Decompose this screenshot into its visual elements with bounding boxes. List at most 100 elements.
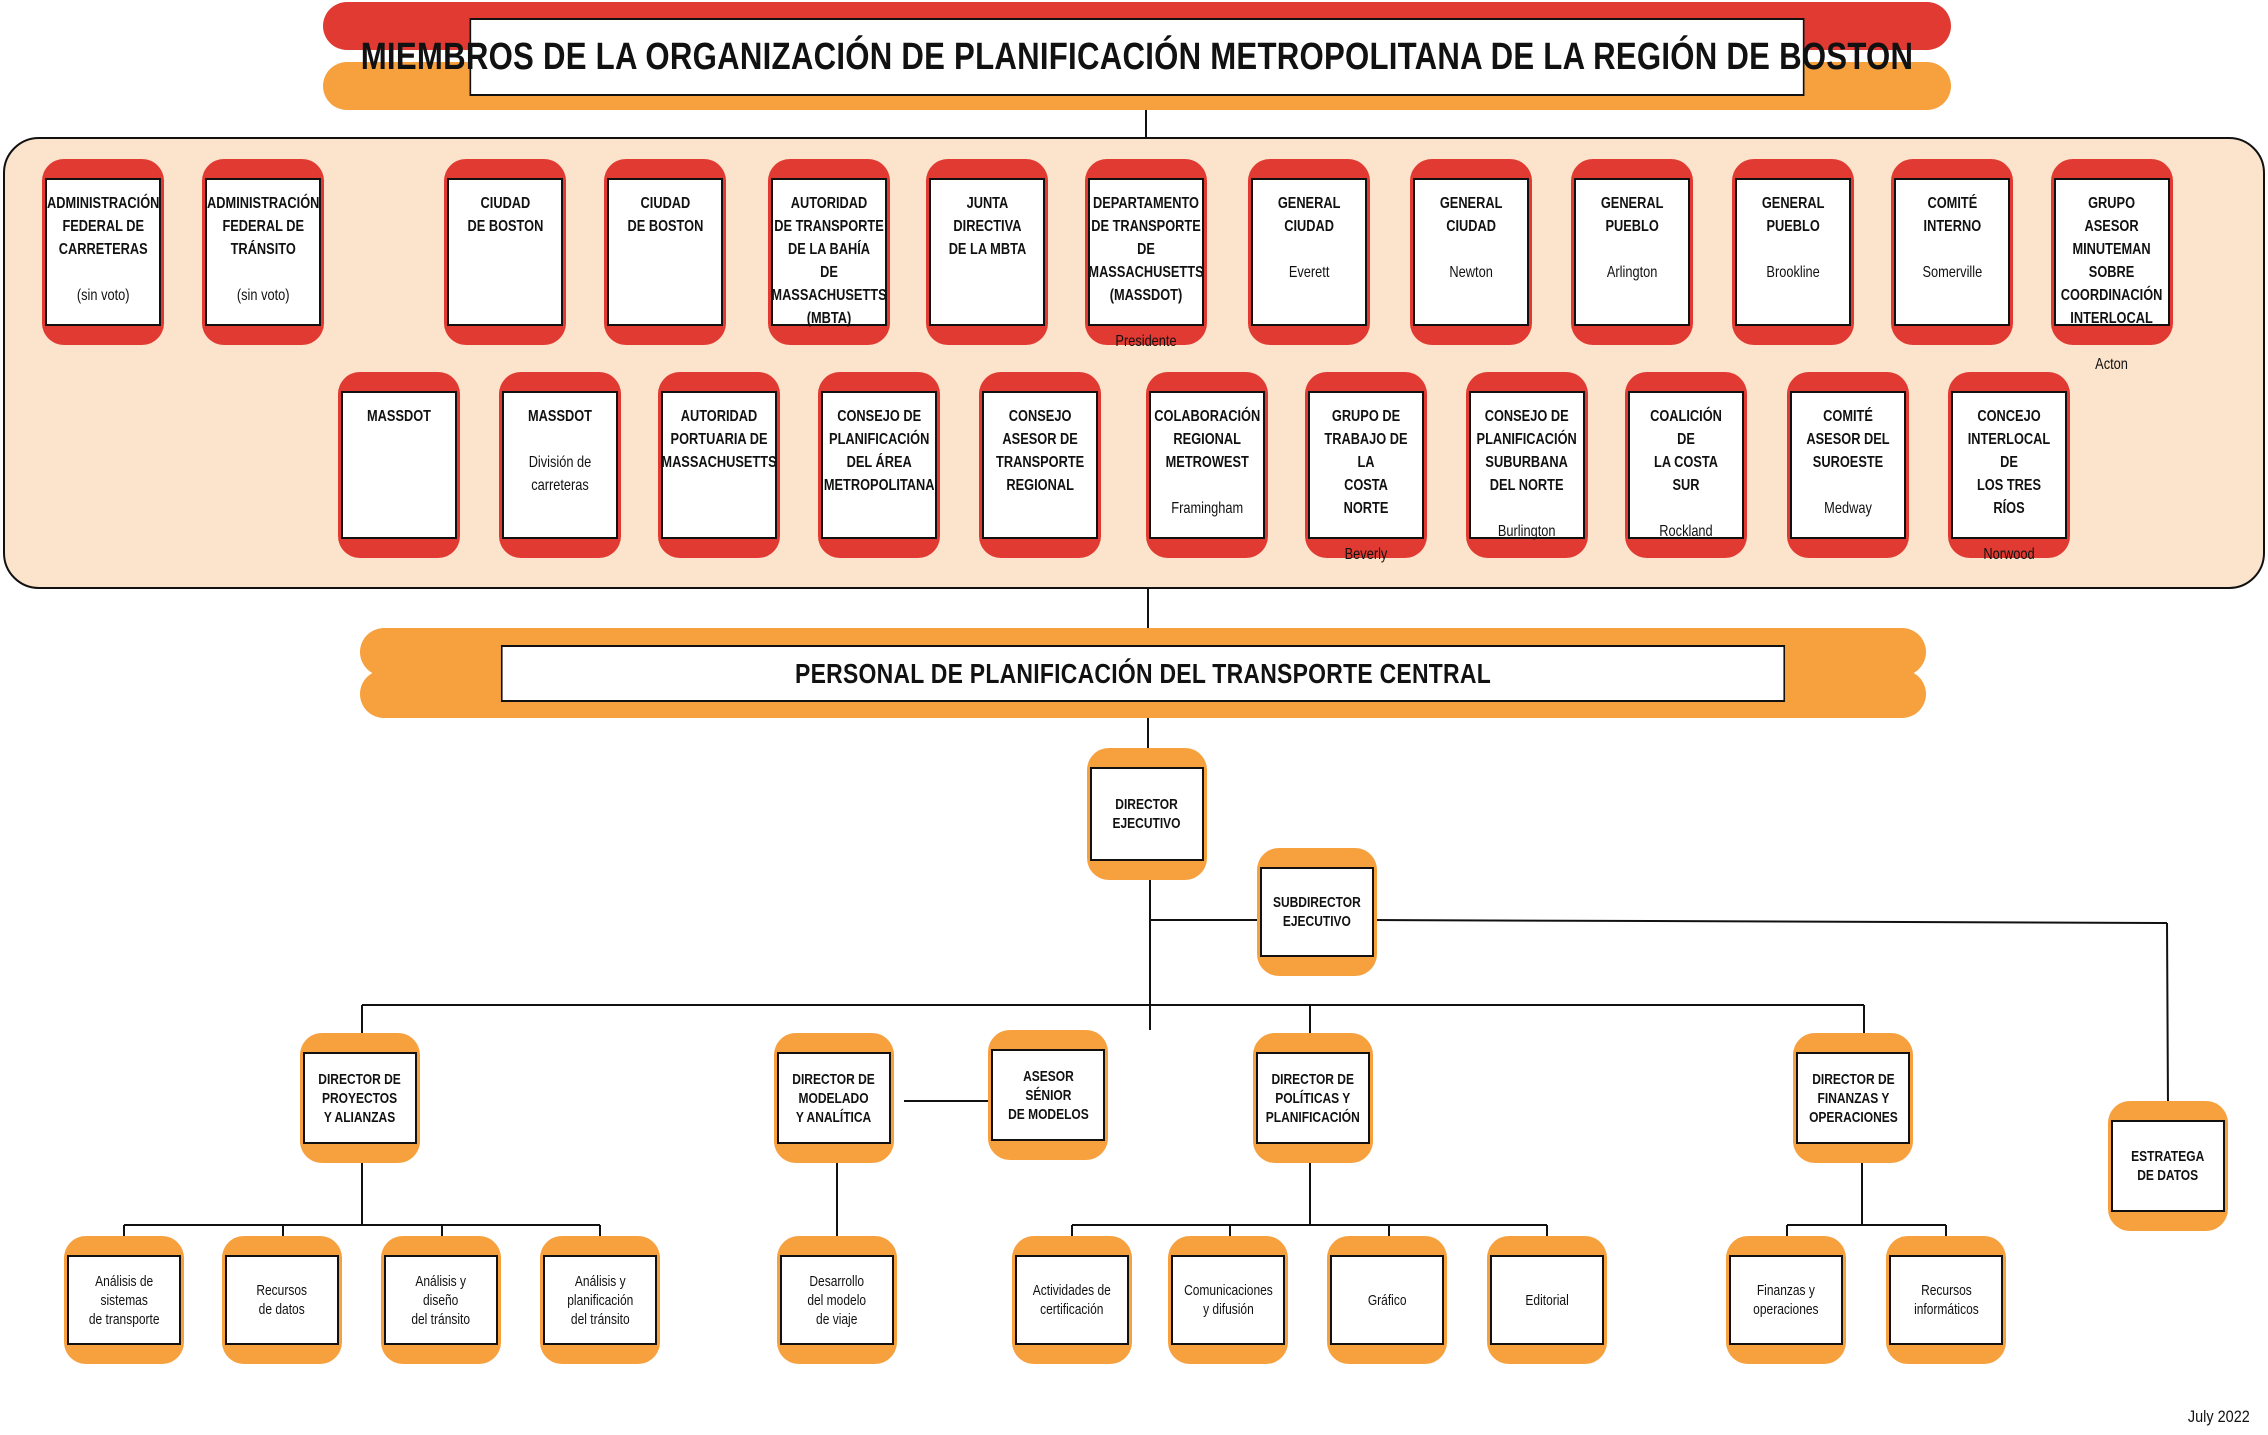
- card-title: CONSEJO ASESOR DE TRANSPORTE REGIONAL: [995, 408, 1085, 494]
- card-title: Finanzas y operaciones: [1753, 1282, 1819, 1318]
- card-title: Gráfico: [1367, 1291, 1407, 1309]
- card-subtitle: Acton: [2095, 356, 2129, 373]
- card-box: ADMINISTRACIÓN FEDERAL DE CARRETERAS (sin…: [45, 178, 161, 326]
- member-card: GENERAL CIUDAD Newton: [1410, 159, 1532, 345]
- card-title: GENERAL PUEBLO: [1761, 195, 1825, 235]
- card-title: Recursos informáticos: [1913, 1282, 1979, 1318]
- card-title: DEPARTAMENTO DE TRANSPORTE DE MASSACHUSE…: [1088, 195, 1204, 304]
- card-box: Desarrollo del modelo de viaje: [780, 1255, 894, 1345]
- card-spacer: [528, 428, 592, 451]
- unit-card: Finanzas y operaciones: [1726, 1236, 1846, 1364]
- card-subtitle: Somerville: [1922, 264, 1982, 281]
- card-box: CONSEJO DE PLANIFICACIÓN DEL ÁREA METROP…: [821, 391, 937, 539]
- card-subtitle: Rockland: [1659, 523, 1713, 540]
- member-card: AUTORIDAD PORTUARIA DE MASSACHUSETTS: [658, 372, 780, 558]
- card-box: GENERAL CIUDAD Everett: [1251, 178, 1367, 326]
- card-box: ESTRATEGA DE DATOS: [2111, 1120, 2225, 1212]
- card-subtitle: (sin voto): [76, 287, 130, 304]
- card-subtitle: Everett: [1288, 264, 1330, 281]
- card-title: Análisis de sistemas de transporte: [88, 1272, 160, 1328]
- card-spacer: [1477, 497, 1577, 520]
- card-title: CIUDAD DE BOSTON: [467, 195, 543, 235]
- card-box: AUTORIDAD DE TRANSPORTE DE LA BAHÍA DE M…: [771, 178, 887, 327]
- card-title: Actividades de certificación: [1032, 1282, 1112, 1318]
- data-strategist-card: ESTRATEGA DE DATOS: [2108, 1101, 2228, 1231]
- card-title: AUTORIDAD DE TRANSPORTE DE LA BAHÍA DE M…: [771, 195, 887, 327]
- connector-line: [2166, 922, 2169, 1109]
- card-box: DIRECTOR EJECUTIVO: [1090, 767, 1204, 861]
- card-box: COALICIÓN DE LA COSTA SUR Rockland: [1628, 391, 1744, 540]
- member-card: DEPARTAMENTO DE TRANSPORTE DE MASSACHUSE…: [1085, 159, 1207, 350]
- card-title: CIUDAD DE BOSTON: [627, 195, 703, 235]
- unit-card: Gráfico: [1327, 1236, 1447, 1364]
- card-subtitle: Burlington: [1498, 523, 1556, 540]
- card-title: MASSDOT: [528, 408, 592, 425]
- card-title: GENERAL CIUDAD: [1439, 195, 1503, 235]
- card-box: Recursos de datos: [225, 1255, 339, 1345]
- card-box: DIRECTOR DE PROYECTOS Y ALIANZAS: [303, 1052, 417, 1144]
- card-box: MASSDOT: [341, 391, 457, 539]
- unit-card: Análisis y planificación del tránsito: [540, 1236, 660, 1364]
- card-title: COLABORACIÓN REGIONAL METROWEST: [1154, 408, 1260, 471]
- unit-card: Comunicaciones y difusión: [1168, 1236, 1288, 1364]
- card-title: GENERAL CIUDAD: [1277, 195, 1341, 235]
- unit-card: Actividades de certificación: [1012, 1236, 1132, 1364]
- deputy-director-card: SUBDIRECTOR EJECUTIVO: [1257, 848, 1377, 976]
- mpo-title-banner: MIEMBROS DE LA ORGANIZACIÓN DE PLANIFICA…: [323, 0, 1951, 110]
- card-box: DIRECTOR DE POLÍTICAS Y PLANIFICACIÓN: [1256, 1052, 1370, 1144]
- card-spacer: [1922, 238, 1982, 261]
- card-box: GENERAL PUEBLO Brookline: [1735, 178, 1851, 326]
- card-subtitle: Newton: [1449, 264, 1493, 281]
- card-subtitle: Brookline: [1766, 264, 1820, 281]
- unit-card: Análisis y diseño del tránsito: [381, 1236, 501, 1364]
- card-title: Desarrollo del modelo de viaje: [807, 1272, 867, 1328]
- card-box: JUNTA DIRECTIVA DE LA MBTA: [929, 178, 1045, 326]
- member-card: JUNTA DIRECTIVA DE LA MBTA: [926, 159, 1048, 345]
- staff-title-banner: PERSONAL DE PLANIFICACIÓN DEL TRANSPORTE…: [360, 628, 1926, 718]
- card-box: Editorial: [1490, 1255, 1604, 1345]
- card-title: ESTRATEGA DE DATOS: [2131, 1148, 2205, 1184]
- card-title: CONSEJO DE PLANIFICACIÓN SUBURBANA DEL N…: [1476, 408, 1578, 494]
- card-box: Gráfico: [1330, 1255, 1444, 1345]
- card-box: Análisis y diseño del tránsito: [384, 1255, 498, 1345]
- card-box: CONSEJO ASESOR DE TRANSPORTE REGIONAL: [982, 391, 1098, 539]
- card-title: DIRECTOR DE FINANZAS Y OPERACIONES: [1808, 1070, 1898, 1126]
- card-title: ADMINISTRACIÓN FEDERAL DE CARRETERAS: [46, 195, 160, 258]
- card-title: COALICIÓN DE LA COSTA SUR: [1650, 408, 1722, 494]
- card-title: CONSEJO DE PLANIFICACIÓN DEL ÁREA METROP…: [823, 408, 935, 494]
- member-card: CONSEJO DE PLANIFICACIÓN DEL ÁREA METROP…: [818, 372, 940, 558]
- card-spacer: [1964, 520, 2054, 543]
- card-title: DIRECTOR DE PROYECTOS Y ALIANZAS: [318, 1070, 402, 1126]
- member-card: CONCEJO INTERLOCAL DE LOS TRES RÍOS Norwo…: [1948, 372, 2070, 563]
- card-spacer: [207, 261, 319, 284]
- card-box: CONCEJO INTERLOCAL DE LOS TRES RÍOS Norwo…: [1951, 391, 2067, 563]
- card-subtitle: Norwood: [1983, 546, 2035, 563]
- card-title: AUTORIDAD PORTUARIA DE MASSACHUSETTS: [661, 408, 777, 471]
- unit-card: Análisis de sistemas de transporte: [64, 1236, 184, 1364]
- member-card: CIUDAD DE BOSTON: [604, 159, 726, 345]
- card-subtitle: (sin voto): [236, 287, 290, 304]
- member-card: CONSEJO ASESOR DE TRANSPORTE REGIONAL: [979, 372, 1101, 558]
- date-label: July 2022: [2188, 1407, 2250, 1426]
- card-box: CIUDAD DE BOSTON: [447, 178, 563, 326]
- card-title: DIRECTOR EJECUTIVO: [1112, 796, 1182, 832]
- director-card: DIRECTOR DE POLÍTICAS Y PLANIFICACIÓN: [1253, 1033, 1373, 1163]
- card-title: CONCEJO INTERLOCAL DE LOS TRES RÍOS: [1967, 408, 2051, 517]
- card-subtitle: Medway: [1824, 500, 1872, 517]
- card-spacer: [1806, 474, 1889, 497]
- member-card: MASSDOT: [338, 372, 460, 558]
- card-subtitle: División de carreteras: [528, 454, 592, 494]
- card-box: DIRECTOR DE MODELADO Y ANALÍTICA: [777, 1052, 891, 1144]
- card-subtitle: Beverly: [1344, 546, 1388, 563]
- card-box: ASESOR SÉNIOR DE MODELOS: [991, 1049, 1105, 1141]
- card-spacer: [1440, 238, 1503, 261]
- card-box: CIUDAD DE BOSTON: [607, 178, 723, 326]
